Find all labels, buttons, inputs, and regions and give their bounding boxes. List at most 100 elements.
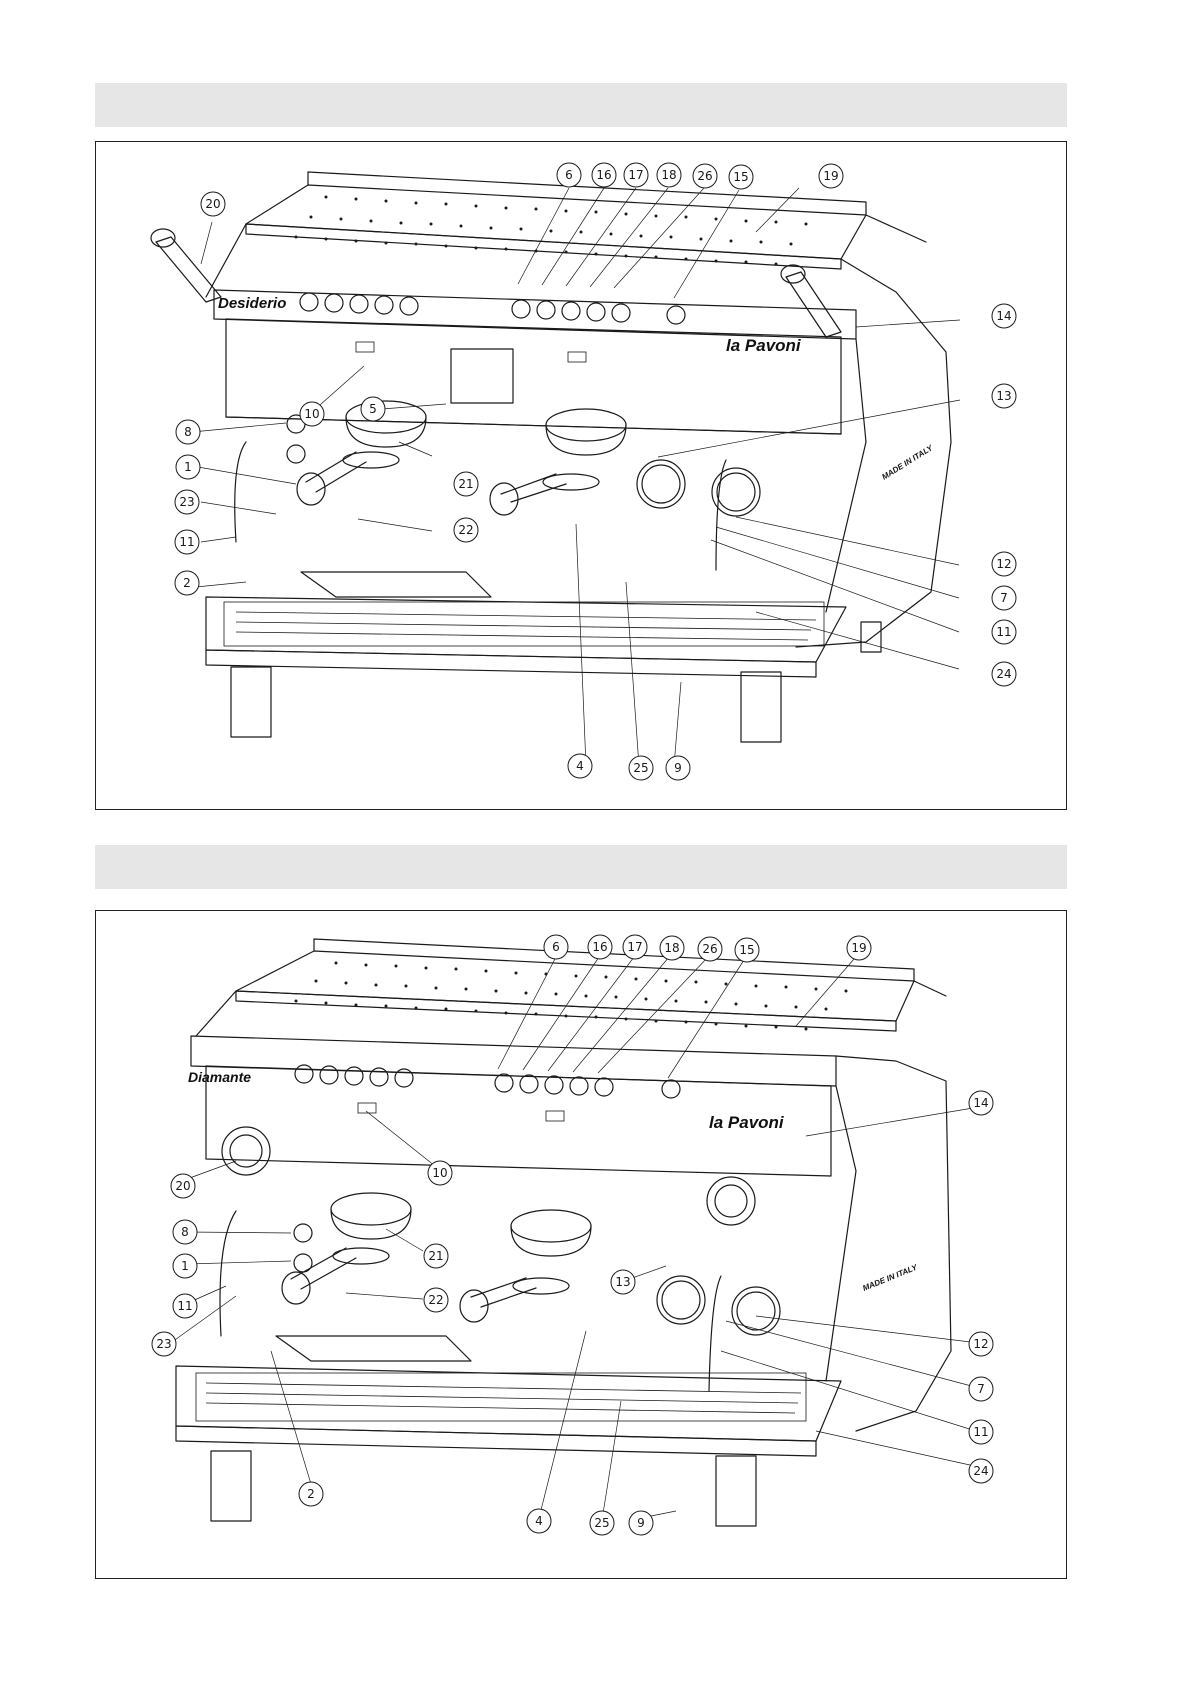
svg-text:11: 11 xyxy=(179,535,194,549)
brand-model-label: Diamante xyxy=(188,1069,251,1085)
callout-bubble: 11 xyxy=(969,1420,993,1444)
callout-bubble: 22 xyxy=(454,518,478,542)
svg-text:23: 23 xyxy=(179,495,194,509)
machine-diagram-bottom: Diamante la Pavoni MADE IN ITALY 6 16 17… xyxy=(96,911,1068,1580)
svg-text:15: 15 xyxy=(739,943,754,957)
brand-logo-label: la Pavoni xyxy=(726,336,802,355)
svg-text:4: 4 xyxy=(576,759,584,773)
svg-text:12: 12 xyxy=(996,557,1011,571)
callout-bubble: 7 xyxy=(992,586,1016,610)
svg-text:16: 16 xyxy=(596,168,611,182)
svg-text:26: 26 xyxy=(697,169,712,183)
svg-text:21: 21 xyxy=(458,477,473,491)
svg-text:11: 11 xyxy=(177,1299,192,1313)
callout-bubble: 6 xyxy=(557,163,581,187)
callout-bubble: 16 xyxy=(588,935,612,959)
callout-bubble: 13 xyxy=(992,384,1016,408)
svg-text:8: 8 xyxy=(181,1225,189,1239)
callout-bubble: 20 xyxy=(201,192,225,216)
svg-text:21: 21 xyxy=(428,1249,443,1263)
svg-text:1: 1 xyxy=(181,1259,189,1273)
brand-logo-label: la Pavoni xyxy=(709,1113,785,1132)
callout-bubble: 9 xyxy=(666,756,690,780)
callout-bubble: 4 xyxy=(568,754,592,778)
callout-bubble: 15 xyxy=(729,165,753,189)
svg-text:7: 7 xyxy=(1000,591,1008,605)
section-header-bar-bottom xyxy=(95,845,1067,889)
svg-text:11: 11 xyxy=(973,1425,988,1439)
callout-bubble: 20 xyxy=(171,1174,195,1198)
callout-bubble: 22 xyxy=(424,1288,448,1312)
figure-frame-bottom: Diamante la Pavoni MADE IN ITALY 6 16 17… xyxy=(95,910,1067,1579)
svg-text:6: 6 xyxy=(565,168,573,182)
callout-bubble: 11 xyxy=(992,620,1016,644)
svg-text:25: 25 xyxy=(633,761,648,775)
svg-text:24: 24 xyxy=(996,667,1011,681)
svg-text:20: 20 xyxy=(175,1179,190,1193)
callout-bubble: 18 xyxy=(657,163,681,187)
svg-text:22: 22 xyxy=(428,1293,443,1307)
callout-bubble: 10 xyxy=(428,1161,452,1185)
callout-bubble: 13 xyxy=(611,1270,635,1294)
svg-text:9: 9 xyxy=(637,1516,645,1530)
cup-warmer-perforation xyxy=(295,196,808,266)
svg-text:18: 18 xyxy=(661,168,676,182)
callout-bubble: 8 xyxy=(176,420,200,444)
svg-text:2: 2 xyxy=(307,1487,315,1501)
svg-text:18: 18 xyxy=(664,941,679,955)
callout-bubble: 12 xyxy=(992,552,1016,576)
callout-bubble: 14 xyxy=(992,304,1016,328)
callout-bubble: 8 xyxy=(173,1220,197,1244)
callout-bubble: 25 xyxy=(590,1511,614,1535)
svg-text:17: 17 xyxy=(627,940,642,954)
callout-bubble: 17 xyxy=(624,163,648,187)
callout-bubble: 10 xyxy=(300,402,324,426)
svg-text:7: 7 xyxy=(977,1382,985,1396)
side-mark-label: MADE IN ITALY xyxy=(861,1263,919,1293)
callout-bubble: 17 xyxy=(623,935,647,959)
svg-text:1: 1 xyxy=(184,460,192,474)
svg-text:6: 6 xyxy=(552,940,560,954)
callout-bubble: 6 xyxy=(544,935,568,959)
callout-bubble: 25 xyxy=(629,756,653,780)
svg-text:9: 9 xyxy=(674,761,682,775)
callout-bubble: 19 xyxy=(847,936,871,960)
callout-bubble: 7 xyxy=(969,1377,993,1401)
section-header-bar-top xyxy=(95,83,1067,127)
callout-bubble: 23 xyxy=(152,1332,176,1356)
callout-bubble: 16 xyxy=(592,163,616,187)
svg-text:10: 10 xyxy=(432,1166,447,1180)
callout-bubble: 15 xyxy=(735,938,759,962)
machine-outline xyxy=(151,172,951,742)
callout-bubble: 19 xyxy=(819,164,843,188)
svg-text:24: 24 xyxy=(973,1464,988,1478)
callout-bubble: 4 xyxy=(527,1509,551,1533)
callout-bubble: 23 xyxy=(175,490,199,514)
callout-bubble: 21 xyxy=(424,1244,448,1268)
cup-warmer-perforation xyxy=(295,962,848,1031)
callout-bubble: 9 xyxy=(629,1511,653,1535)
svg-text:19: 19 xyxy=(823,169,838,183)
callout-bubble: 24 xyxy=(969,1459,993,1483)
side-mark-label: MADE IN ITALY xyxy=(880,443,934,482)
svg-text:8: 8 xyxy=(184,425,192,439)
svg-text:13: 13 xyxy=(996,389,1011,403)
svg-text:13: 13 xyxy=(615,1275,630,1289)
svg-text:11: 11 xyxy=(996,625,1011,639)
svg-text:5: 5 xyxy=(369,402,377,416)
machine-diagram-top: Desiderio la Pavoni MADE IN ITALY 6 16 1… xyxy=(96,142,1068,811)
callout-bubble: 26 xyxy=(693,164,717,188)
callout-bubble: 12 xyxy=(969,1332,993,1356)
svg-text:25: 25 xyxy=(594,1516,609,1530)
callout-bubble: 18 xyxy=(660,936,684,960)
svg-text:23: 23 xyxy=(156,1337,171,1351)
svg-text:19: 19 xyxy=(851,941,866,955)
callout-bubble: 26 xyxy=(698,937,722,961)
brand-model-label: Desiderio xyxy=(218,295,286,312)
callout-bubble: 1 xyxy=(176,455,200,479)
svg-text:4: 4 xyxy=(535,1514,543,1528)
svg-text:14: 14 xyxy=(973,1096,988,1110)
callout-bubble: 21 xyxy=(454,472,478,496)
callout-bubble: 11 xyxy=(173,1294,197,1318)
svg-text:12: 12 xyxy=(973,1337,988,1351)
